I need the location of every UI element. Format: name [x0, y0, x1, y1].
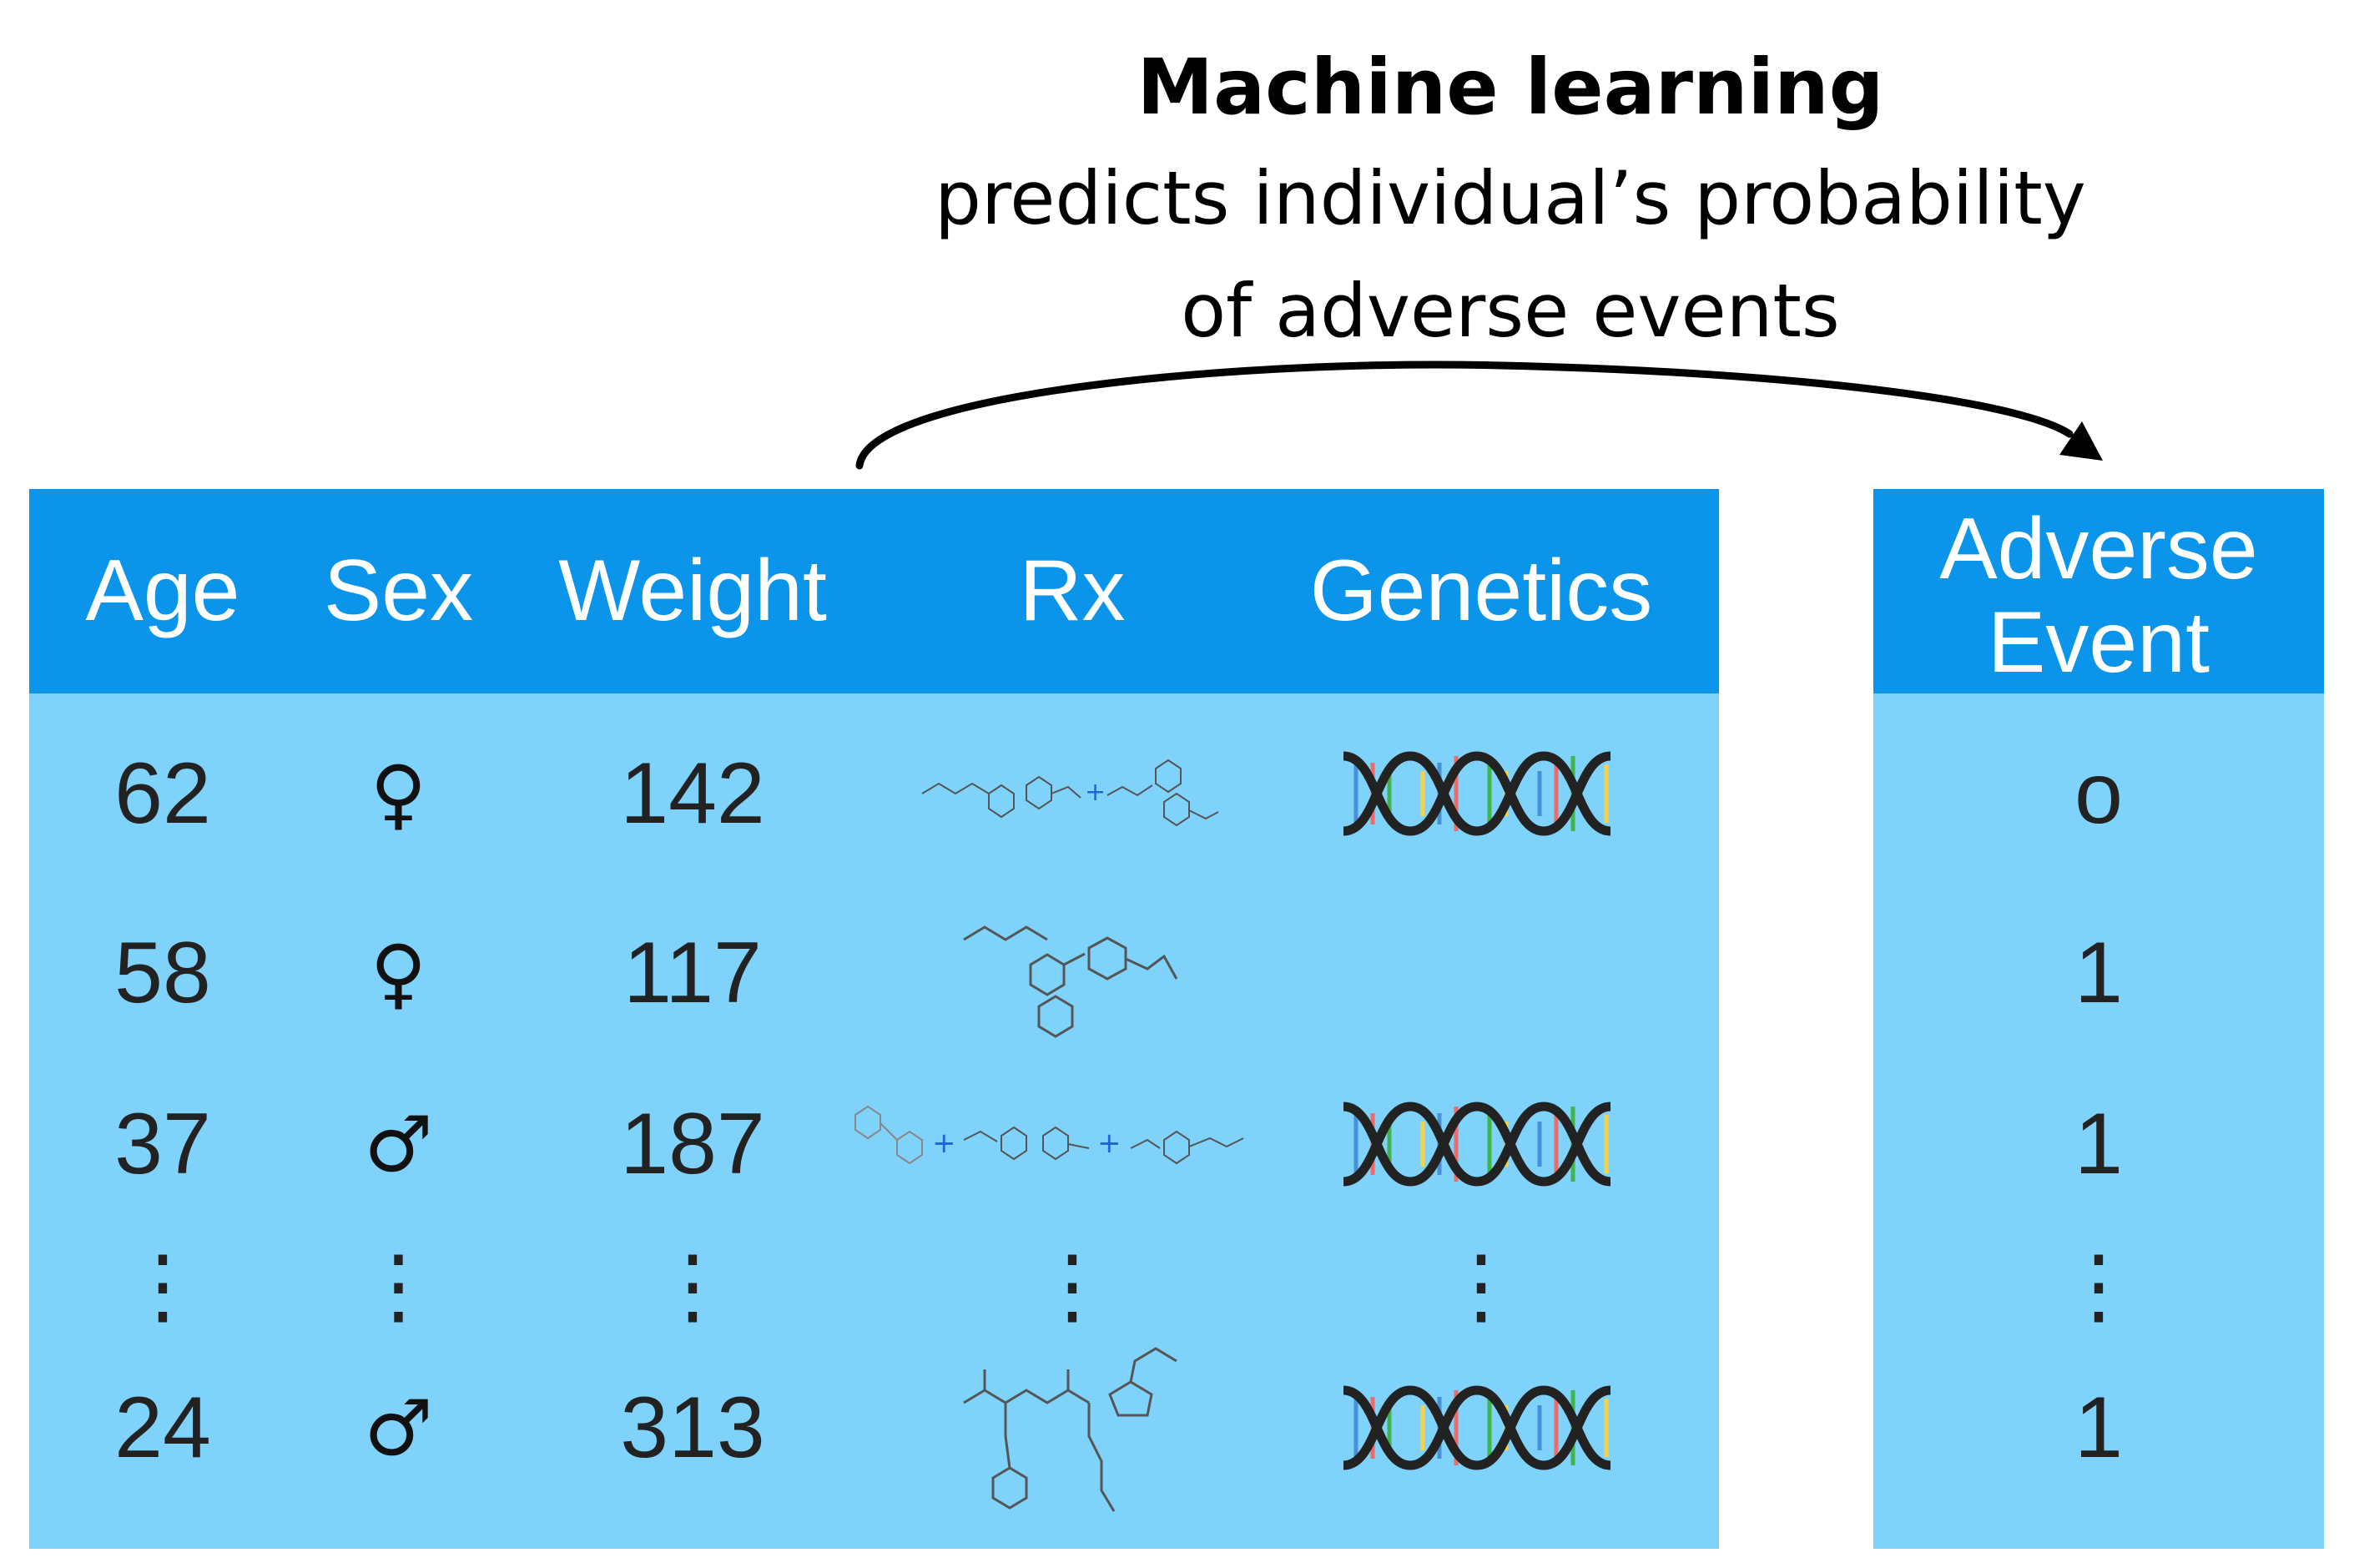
molecule-structure-icon: + +: [830, 1073, 1298, 1215]
ellipsis-adverse-event: ⋮: [2057, 1239, 2140, 1333]
caption: Machine learning predicts individual’s p…: [801, 33, 2220, 367]
row-1-sex: ♀: [370, 749, 427, 839]
header-rx: Rx: [1019, 542, 1126, 639]
molecule-structure-icon: +: [889, 723, 1256, 865]
molecule-structure-icon: [905, 890, 1239, 1056]
row-4-age: 24: [114, 1379, 211, 1476]
row-1-adverse-event: o: [2074, 744, 2123, 842]
ellipsis-age: ⋮: [121, 1239, 204, 1333]
header-weight: Weight: [558, 542, 827, 639]
ellipsis-sex: ⋮: [356, 1239, 441, 1333]
ellipsis-rx: ⋮: [1031, 1239, 1114, 1333]
header-genetics: Genetics: [1309, 542, 1653, 639]
row-1-weight: 142: [620, 744, 765, 842]
header-adverse-event: Adverse Event: [1939, 500, 2258, 691]
header-sex: Sex: [323, 542, 474, 639]
row-3-sex: ♂: [364, 1099, 433, 1189]
row-3-age: 37: [114, 1095, 211, 1192]
svg-text:+: +: [1097, 1127, 1122, 1160]
curved-arrow-icon: [855, 360, 2103, 470]
row-3-adverse-event: 1: [2074, 1095, 2123, 1192]
adverse-event-table: Adverse Event o 1 1 ⋮ 1: [1873, 489, 2324, 1549]
molecule-structure-icon: [914, 1332, 1231, 1532]
row-4-weight: 313: [620, 1379, 765, 1476]
dna-helix-icon: [1306, 731, 1656, 856]
dna-helix-icon: [1306, 1081, 1656, 1207]
header-age: Age: [85, 542, 240, 639]
row-2-sex: ♀: [370, 928, 427, 1018]
svg-text:+: +: [1085, 778, 1106, 807]
row-4-adverse-event: 1: [2074, 1379, 2123, 1476]
svg-text:+: +: [932, 1127, 956, 1160]
feature-table: Age Sex Weight Rx Genetics 62 ♀ 142 +: [29, 489, 1719, 1549]
row-4-sex: ♂: [364, 1383, 433, 1473]
row-1-age: 62: [114, 744, 211, 842]
feature-table-header: Age Sex Weight Rx Genetics: [29, 489, 1719, 693]
adverse-event-header: Adverse Event: [1873, 489, 2324, 693]
ellipsis-weight: ⋮: [651, 1239, 734, 1333]
caption-title: Machine learning: [1137, 43, 1884, 132]
ellipsis-genetics: ⋮: [1439, 1239, 1523, 1333]
row-2-age: 58: [114, 924, 211, 1021]
caption-line-1: predicts individual’s probability: [935, 155, 2086, 241]
row-2-adverse-event: 1: [2074, 924, 2123, 1021]
dna-helix-icon: [1306, 1365, 1656, 1490]
row-3-weight: 187: [620, 1095, 765, 1192]
caption-line-2: of adverse events: [1181, 268, 1840, 354]
row-2-weight: 117: [623, 924, 762, 1021]
